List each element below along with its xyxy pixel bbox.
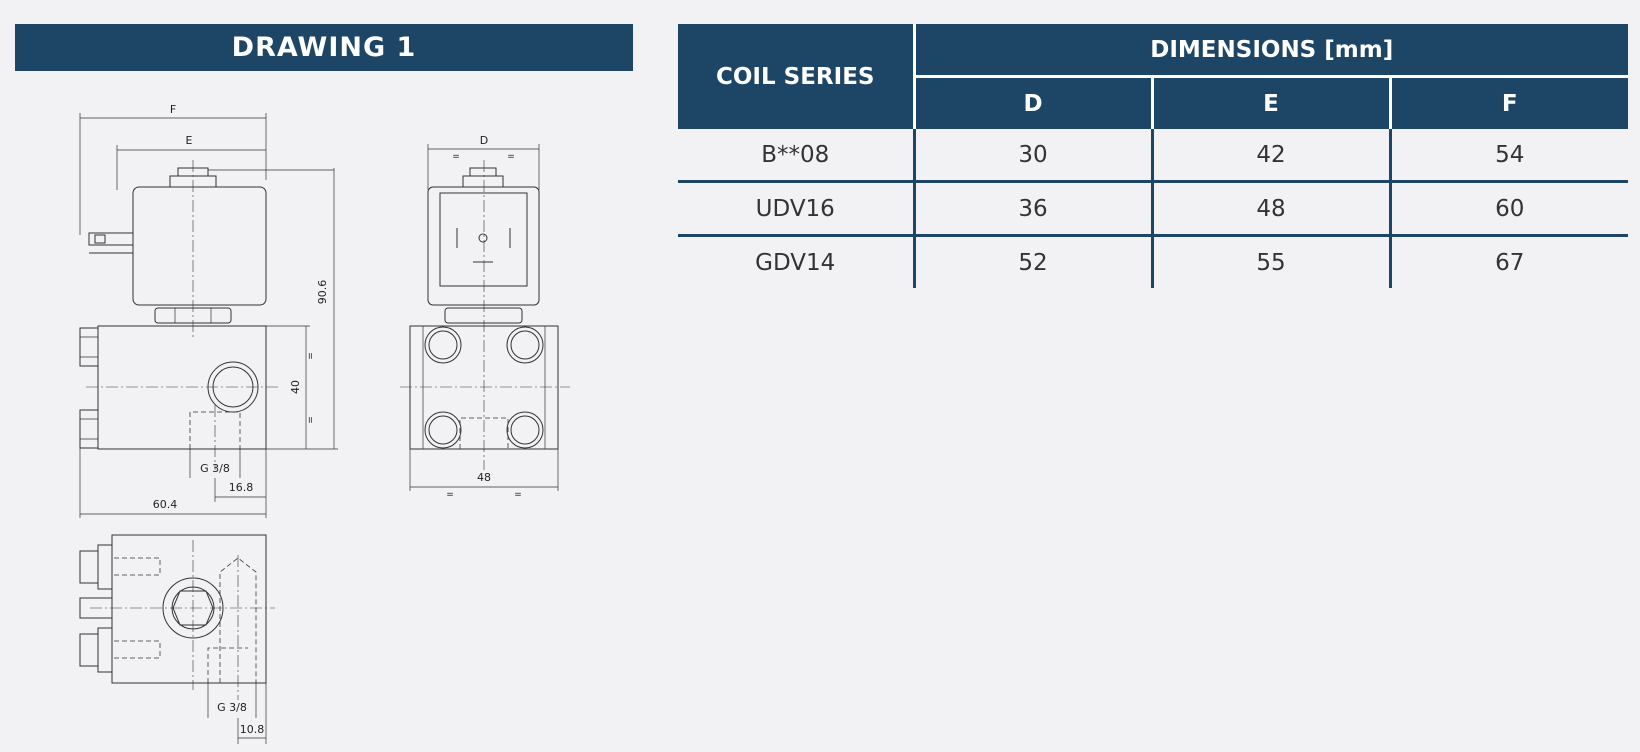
dim-label-thread-bottom: G 3/8 — [217, 701, 247, 714]
dim-label-body-height: 40 — [289, 380, 302, 394]
equal-mark: = — [452, 152, 460, 162]
column-header-f: F — [1388, 76, 1628, 129]
table-row: UDV16 36 48 60 — [678, 181, 1628, 237]
technical-drawing: F E — [79, 103, 570, 744]
dim-label-width-front: 48 — [477, 471, 491, 484]
table-row: GDV14 52 55 67 — [678, 235, 1628, 288]
dim-label-d: D — [480, 134, 488, 147]
value-cell-f: 60 — [1388, 181, 1628, 237]
dim-label-height: 90.6 — [316, 280, 329, 305]
front-view: D = = 48 = = — [400, 134, 570, 500]
dim-label-thread-side: G 3/8 — [200, 462, 230, 475]
bottom-view: G 3/8 10.8 — [79, 534, 275, 744]
equal-mark: = — [446, 490, 454, 500]
value-cell-d: 36 — [912, 181, 1152, 237]
series-cell: UDV16 — [678, 181, 914, 237]
dim-label-f: F — [170, 103, 176, 116]
value-cell-e: 48 — [1150, 181, 1390, 237]
dimensions-header: DIMENSIONS [mm] — [912, 24, 1628, 78]
value-cell-d: 30 — [912, 129, 1152, 183]
dim-label-width-side: 60.4 — [153, 498, 178, 511]
dimensions-table: COIL SERIES DIMENSIONS [mm] D E F B**08 … — [678, 24, 1628, 288]
dim-label-e: E — [186, 134, 193, 147]
series-cell: GDV14 — [755, 249, 836, 276]
equal-mark: = — [514, 490, 522, 500]
value-cell-e: 55 — [1150, 235, 1390, 288]
value-cell-d: 52 — [912, 235, 1152, 288]
drawing-title: DRAWING 1 — [15, 24, 633, 71]
equal-mark: = — [306, 416, 316, 424]
series-cell: B**08 — [678, 129, 914, 183]
dim-label-offset-bottom: 10.8 — [240, 723, 265, 736]
dim-label-offset-side: 16.8 — [229, 481, 254, 494]
column-header-e: E — [1150, 76, 1390, 129]
equal-mark: = — [507, 152, 515, 162]
column-header-d: D — [912, 76, 1152, 129]
equal-mark: = — [306, 352, 316, 360]
side-view: F E — [79, 103, 338, 518]
value-cell-f: 67 — [1388, 235, 1628, 288]
coil-series-header: COIL SERIES — [678, 24, 914, 129]
table-row: B**08 30 42 54 — [678, 129, 1628, 183]
value-cell-f: 54 — [1388, 129, 1628, 183]
value-cell-e: 42 — [1150, 129, 1390, 183]
